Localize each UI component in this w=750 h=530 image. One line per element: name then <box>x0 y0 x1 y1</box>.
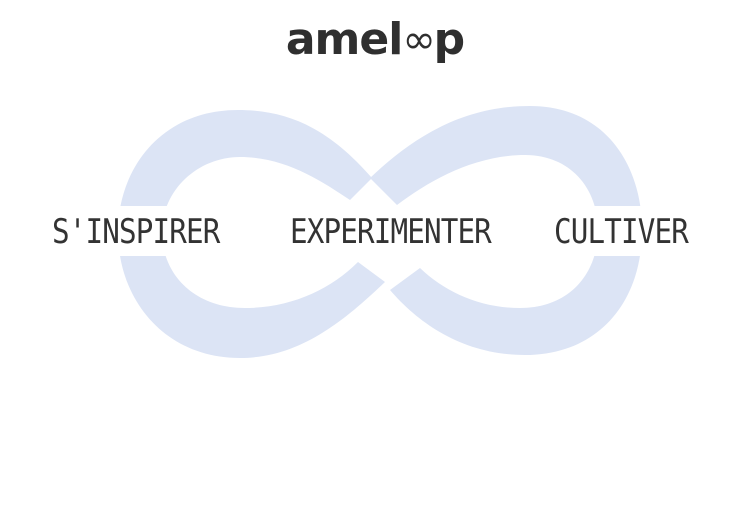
stage-label-cultivate: CULTIVER <box>554 212 689 252</box>
infinity-icon <box>118 106 642 358</box>
logo-prefix: amel <box>285 14 403 65</box>
label-band <box>0 206 750 256</box>
logo-suffix: p <box>433 14 465 65</box>
left-loop <box>118 110 385 358</box>
right-loop <box>370 106 642 355</box>
stage-label-experiment: EXPERIMENTER <box>290 212 492 252</box>
brand-logo: amel∞p <box>0 12 750 69</box>
stage-label-inspire: S'INSPIRER <box>52 212 220 252</box>
infinity-icon: ∞ <box>402 17 435 63</box>
